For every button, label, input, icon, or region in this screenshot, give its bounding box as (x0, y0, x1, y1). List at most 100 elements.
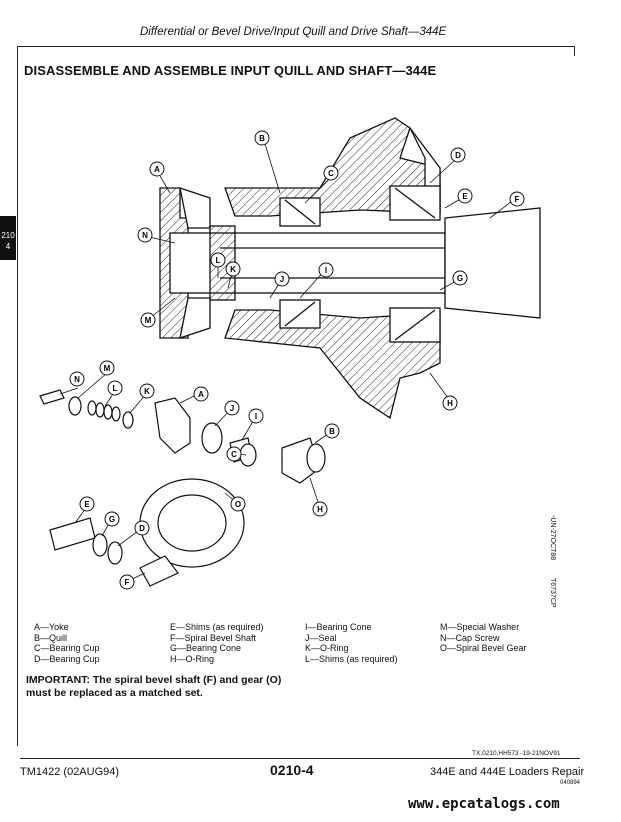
callout-k-exp: K (139, 383, 155, 399)
callout-m-exp-label: M (104, 364, 111, 373)
legend-item: K—O-Ring (305, 643, 349, 653)
callout-c-exp: C (226, 446, 242, 462)
callout-f-exp: F (119, 574, 135, 590)
callout-e-top: E (457, 188, 473, 204)
callout-l-label: L (216, 256, 221, 265)
callout-h-exp-label: H (317, 505, 323, 514)
reference-code: TX,0210,HH573 -19-21NOV91 (472, 750, 561, 757)
legend-item: I—Bearing Cone (305, 622, 372, 632)
callout-c-top: C (323, 165, 339, 181)
figure-code-2: T6737CP (549, 578, 556, 608)
legend-item: N—Cap Screw (440, 632, 500, 643)
legend-item: E—Shims (as required) (170, 622, 264, 632)
callout-j-exp-label: J (230, 404, 234, 413)
callout-j-top: J (274, 271, 290, 287)
callout-n-top: N (137, 227, 153, 243)
callout-h-label: H (447, 399, 453, 408)
footer-page-number: 0210-4 (270, 762, 314, 778)
callout-a-exp-label: A (198, 390, 204, 399)
legend-col-2: E—Shims (as required) F—Spiral Bevel Sha… (170, 622, 264, 664)
callout-n-label: N (142, 231, 148, 240)
header-rule (17, 46, 575, 47)
callout-b-exp-label: B (329, 427, 335, 436)
legend-item: J—Seal (305, 632, 337, 643)
callout-c-label: C (328, 169, 334, 178)
callout-d-exp-label: D (139, 524, 145, 533)
callout-i-top: I (318, 262, 334, 278)
callout-m-exp: M (99, 360, 115, 376)
callout-e-exp: E (79, 496, 95, 512)
legend-col-1: A—Yoke B—Quill C—Bearing Cup D—Bearing C… (34, 622, 100, 664)
section-tab: 210 4 (0, 216, 16, 260)
callout-i-exp: I (248, 408, 264, 424)
callout-g-exp-label: G (109, 515, 115, 524)
callout-k-top: K (225, 261, 241, 277)
cross-section (159, 117, 541, 420)
callouts: A B C D E F G H I J K L M N N M L K A J … (69, 130, 525, 590)
important-text: The spiral bevel shaft (F) and gear (O) … (26, 674, 282, 699)
legend-item: L—Shims (as required) (305, 653, 398, 664)
legend-item: C—Bearing Cup (34, 643, 100, 653)
legend-item: H—O-Ring (170, 653, 215, 664)
important-label: IMPORTANT: (26, 674, 90, 686)
legend-item: M—Special Washer (440, 622, 520, 632)
left-border (17, 46, 18, 746)
callout-l-exp: L (107, 380, 123, 396)
callout-j-exp: J (224, 400, 240, 416)
callout-k-label: K (230, 265, 236, 274)
footer-manual-id: TM1422 (02AUG94) (20, 766, 120, 778)
callout-m-top: M (140, 312, 156, 328)
legend-item: D—Bearing Cup (34, 653, 100, 664)
callout-f-label: F (515, 195, 520, 204)
section-title: DISASSEMBLE AND ASSEMBLE INPUT QUILL AND… (24, 63, 437, 78)
callout-f-top: F (509, 191, 525, 207)
legend-item: F—Spiral Bevel Shaft (170, 632, 257, 643)
figure-code-1: -UN-27OCT88 (549, 515, 556, 561)
footer-rule (20, 758, 580, 759)
callout-b-top: B (254, 130, 270, 146)
callout-m-label: M (145, 316, 152, 325)
callout-e-label: E (462, 192, 468, 201)
callout-h-exp: H (312, 501, 328, 517)
quill-diagram: A B C D E F G H I J K L M N N M L K A J … (39, 117, 541, 590)
callout-n-exp-label: N (74, 375, 80, 384)
legend-item: O—Spiral Bevel Gear (440, 643, 527, 653)
footer-manual-title: 344E and 444E Loaders Repair (430, 766, 585, 778)
callout-a-label: A (154, 165, 160, 174)
right-border-tick (574, 46, 575, 56)
callout-l-top: L (210, 252, 226, 268)
callout-b-exp: B (324, 423, 340, 439)
legend-col-4: M—Special Washer N—Cap Screw O—Spiral Be… (440, 622, 527, 654)
callout-a-exp: A (193, 386, 209, 402)
exploded-parts (39, 389, 326, 587)
callout-n-exp: N (69, 371, 85, 387)
callout-d-label: D (455, 151, 461, 160)
callout-o-exp: O (230, 496, 246, 512)
callout-g-exp: G (104, 511, 120, 527)
callout-e-exp-label: E (84, 500, 90, 509)
footer-date-code: 040894 (560, 780, 581, 786)
callout-g-label: G (457, 274, 463, 283)
callout-g-top: G (452, 270, 468, 286)
callout-d-top: D (450, 147, 466, 163)
callout-c-exp-label: C (231, 450, 237, 459)
callout-f-exp-label: F (125, 578, 130, 587)
callout-i-label: I (325, 266, 327, 275)
important-note: IMPORTANT: The spiral bevel shaft (F) an… (26, 674, 286, 700)
callout-k-exp-label: K (144, 387, 150, 396)
callout-b-label: B (259, 134, 265, 143)
legend-item: A—Yoke (34, 622, 69, 632)
watermark-link[interactable]: www.epcatalogs.com (408, 796, 560, 812)
tab-line-2: 4 (5, 242, 11, 251)
callout-h-top: H (442, 395, 458, 411)
callout-l-exp-label: L (113, 384, 118, 393)
tab-line-1: 210 (1, 231, 15, 240)
callout-i-exp-label: I (255, 412, 257, 421)
callout-a-top: A (149, 161, 165, 177)
legend-item: G—Bearing Cone (170, 643, 242, 653)
legend-col-3: I—Bearing Cone J—Seal K—O-Ring L—Shims (… (305, 622, 398, 664)
legend-item: B—Quill (34, 632, 68, 643)
page-header: Differential or Bevel Drive/Input Quill … (140, 26, 447, 38)
callout-d-exp: D (134, 520, 150, 536)
callout-j-label: J (280, 275, 284, 284)
